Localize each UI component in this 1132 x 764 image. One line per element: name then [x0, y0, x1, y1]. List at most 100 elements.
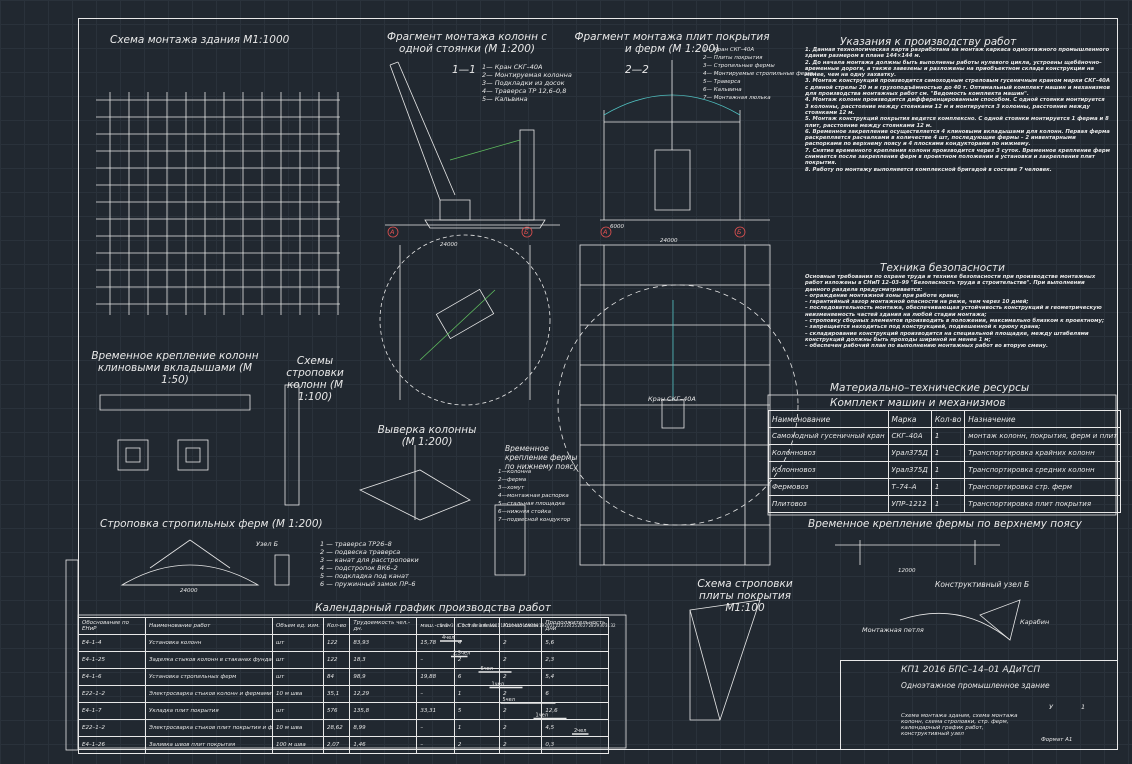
schedule-header-cell: Состав звена	[453, 617, 501, 635]
sling-legend-item: 5 — подкладка под канат	[320, 572, 409, 580]
schedule-cell: 98,9	[349, 668, 418, 686]
title-block-sheet: У	[1049, 703, 1053, 711]
machines-cell: 1	[930, 461, 966, 479]
machines-cell: Транспортировка средних колонн	[964, 461, 1122, 479]
safety-text: Основные требования по охране труда и те…	[805, 274, 1110, 350]
slab-plan	[557, 244, 799, 566]
slab-sling-drawing	[689, 599, 761, 721]
safety-paragraph: – ограждение монтажной зоны при работе к…	[805, 292, 960, 299]
temp-fixing-title: Временное крепление колонн клиновыми вкл…	[91, 350, 259, 386]
schedule-cell: 2	[499, 719, 543, 737]
schedule-cell: –	[416, 651, 455, 669]
safety-paragraph: – обеспечен рабочий план по выполнению м…	[805, 343, 1049, 350]
schedule-cell: 18,3	[349, 651, 418, 669]
schedule-cell: Е22–1–2	[78, 685, 146, 703]
safety-paragraph: – строповку сборных элементов производит…	[805, 318, 1105, 325]
schedule-cell: Заливка швов плит покрытия	[145, 736, 273, 754]
machines-cell: Фермовоз	[768, 478, 889, 496]
crane-legend-item: 5— Кальвина	[482, 95, 528, 103]
schedule-cell: Е4–1–25	[78, 651, 146, 669]
slab-legend-item: 7— Монтажная люлька	[703, 95, 771, 101]
schedule-cell: 83,93	[349, 634, 418, 652]
title-block-code: КП1 2016 БПС–14–01 АДиТСП	[901, 665, 1041, 675]
schedule-cell: Е4–1–4	[78, 634, 146, 652]
machines-header-cell: Назначение	[964, 410, 1122, 428]
schedule-cell: Е4–1–26	[78, 736, 146, 754]
machines-cell: Урал375Д	[887, 461, 932, 479]
safety-paragraph: – складирование конструкций производится…	[805, 330, 1089, 343]
sling-legend-item: 3 — канат для расстроповки	[320, 556, 419, 564]
machines-cell: Колонновоз	[768, 461, 889, 479]
instr-paragraph: 3. Монтаж конструкций производится самох…	[805, 78, 1110, 98]
truss-lower-title: Временное крепление фермы по нижнему поя…	[505, 444, 578, 471]
title-block-sheets: 1	[1081, 703, 1086, 711]
schedule-cell: 4,5	[541, 719, 610, 737]
schedule-cell: 19,88	[416, 668, 455, 686]
schedule-cell: Электросварка стыков колонн и фермами	[145, 685, 273, 703]
schedule-cell: 135,8	[349, 702, 418, 720]
slab-legend-item: 2— Плиты покрытия	[703, 55, 763, 61]
schedule-cell: Установка стропильных ферм	[145, 668, 273, 686]
schedule-cell: Установка колонн	[145, 634, 273, 652]
schedule-header-cell: Кол-во смен	[499, 617, 543, 635]
machines-header-cell: Марка	[887, 410, 932, 428]
crane-reach-plan	[379, 234, 551, 406]
building-scheme-title: Схема монтажа здания М1:1000	[110, 34, 290, 46]
schedule-cell: –	[416, 736, 455, 754]
schedule-cell: 12,6	[541, 702, 610, 720]
axis-b-2: Б	[737, 228, 742, 236]
schedule-cell: 15,78	[416, 634, 455, 652]
schedule-cell: 2	[499, 702, 543, 720]
dim-12000: 12000	[898, 568, 916, 574]
lower-legend-item: 6—нижняя стойка	[498, 509, 551, 515]
node-b-label: Узел Б	[256, 540, 279, 548]
side-stamp	[65, 559, 79, 751]
schedule-header-cell: Объем ед. изм.	[272, 617, 324, 635]
machines-header-cell: Наименование	[768, 410, 889, 428]
schedule-cell: 4	[453, 634, 501, 652]
lower-legend-item: 3—хомут	[498, 485, 525, 491]
instr-paragraph: 1. Данная технологическая карта разработ…	[805, 47, 1110, 60]
machines-cell: Плитовоз	[768, 495, 889, 513]
slab-legend-item: 6— Кальвина	[703, 87, 742, 93]
resources-title: Материально–технические ресурсы	[830, 382, 1030, 394]
machines-cell: монтаж колонн, покрытия, ферм и плит	[964, 427, 1122, 445]
sling-legend-item: 1 — траверса ТР26–8	[320, 540, 392, 548]
schedule-cell: Электросварка стыков плит покрытия и фер…	[145, 719, 273, 737]
schedule-cell: –	[416, 685, 455, 703]
schedule-cell: 2	[499, 634, 543, 652]
crane-legend-item: 4— Траверса ТР 12,6–0,8	[482, 87, 567, 95]
lower-legend-item: 7—подвесной кондуктор	[498, 517, 571, 523]
schedule-cell: 10 м шва	[272, 685, 324, 703]
crane-legend-item: 2— Монтируемая колонна	[482, 71, 572, 79]
rigging-label: Монтажная петля	[862, 626, 924, 634]
machines-title: Комплект машин и механизмов	[830, 397, 1006, 409]
slab-legend-item: 3— Стропильные фермы	[703, 63, 775, 69]
crane-label: Кран СКГ–40А	[648, 395, 696, 403]
truss-sling-drawing	[120, 539, 290, 586]
sling-legend-item: 6 — пружинный замок ПР–6	[320, 580, 416, 588]
schedule-header-cell: маш.-смен	[416, 617, 455, 635]
machines-cell: 1	[930, 478, 966, 496]
schedule-day: 32	[611, 623, 617, 628]
upper-truss-drawing	[835, 540, 1021, 641]
title-block-format: Формат А1	[1041, 737, 1073, 743]
schedule-header-cell: Продолжительность, дни	[541, 617, 610, 635]
slab-legend-item: 4— Монтируемые стропильные фермы	[703, 71, 817, 77]
schedule-cell: 2	[453, 736, 501, 754]
machines-cell: 1	[930, 427, 966, 445]
schedule-cell: 122	[322, 634, 351, 652]
lower-legend-item: 4—монтажная распорка	[498, 493, 569, 499]
sling-legend-item: 4 — подстропок ВК6–2	[320, 564, 398, 572]
instructions-text: 1. Данная технологическая карта разработ…	[805, 47, 1110, 173]
